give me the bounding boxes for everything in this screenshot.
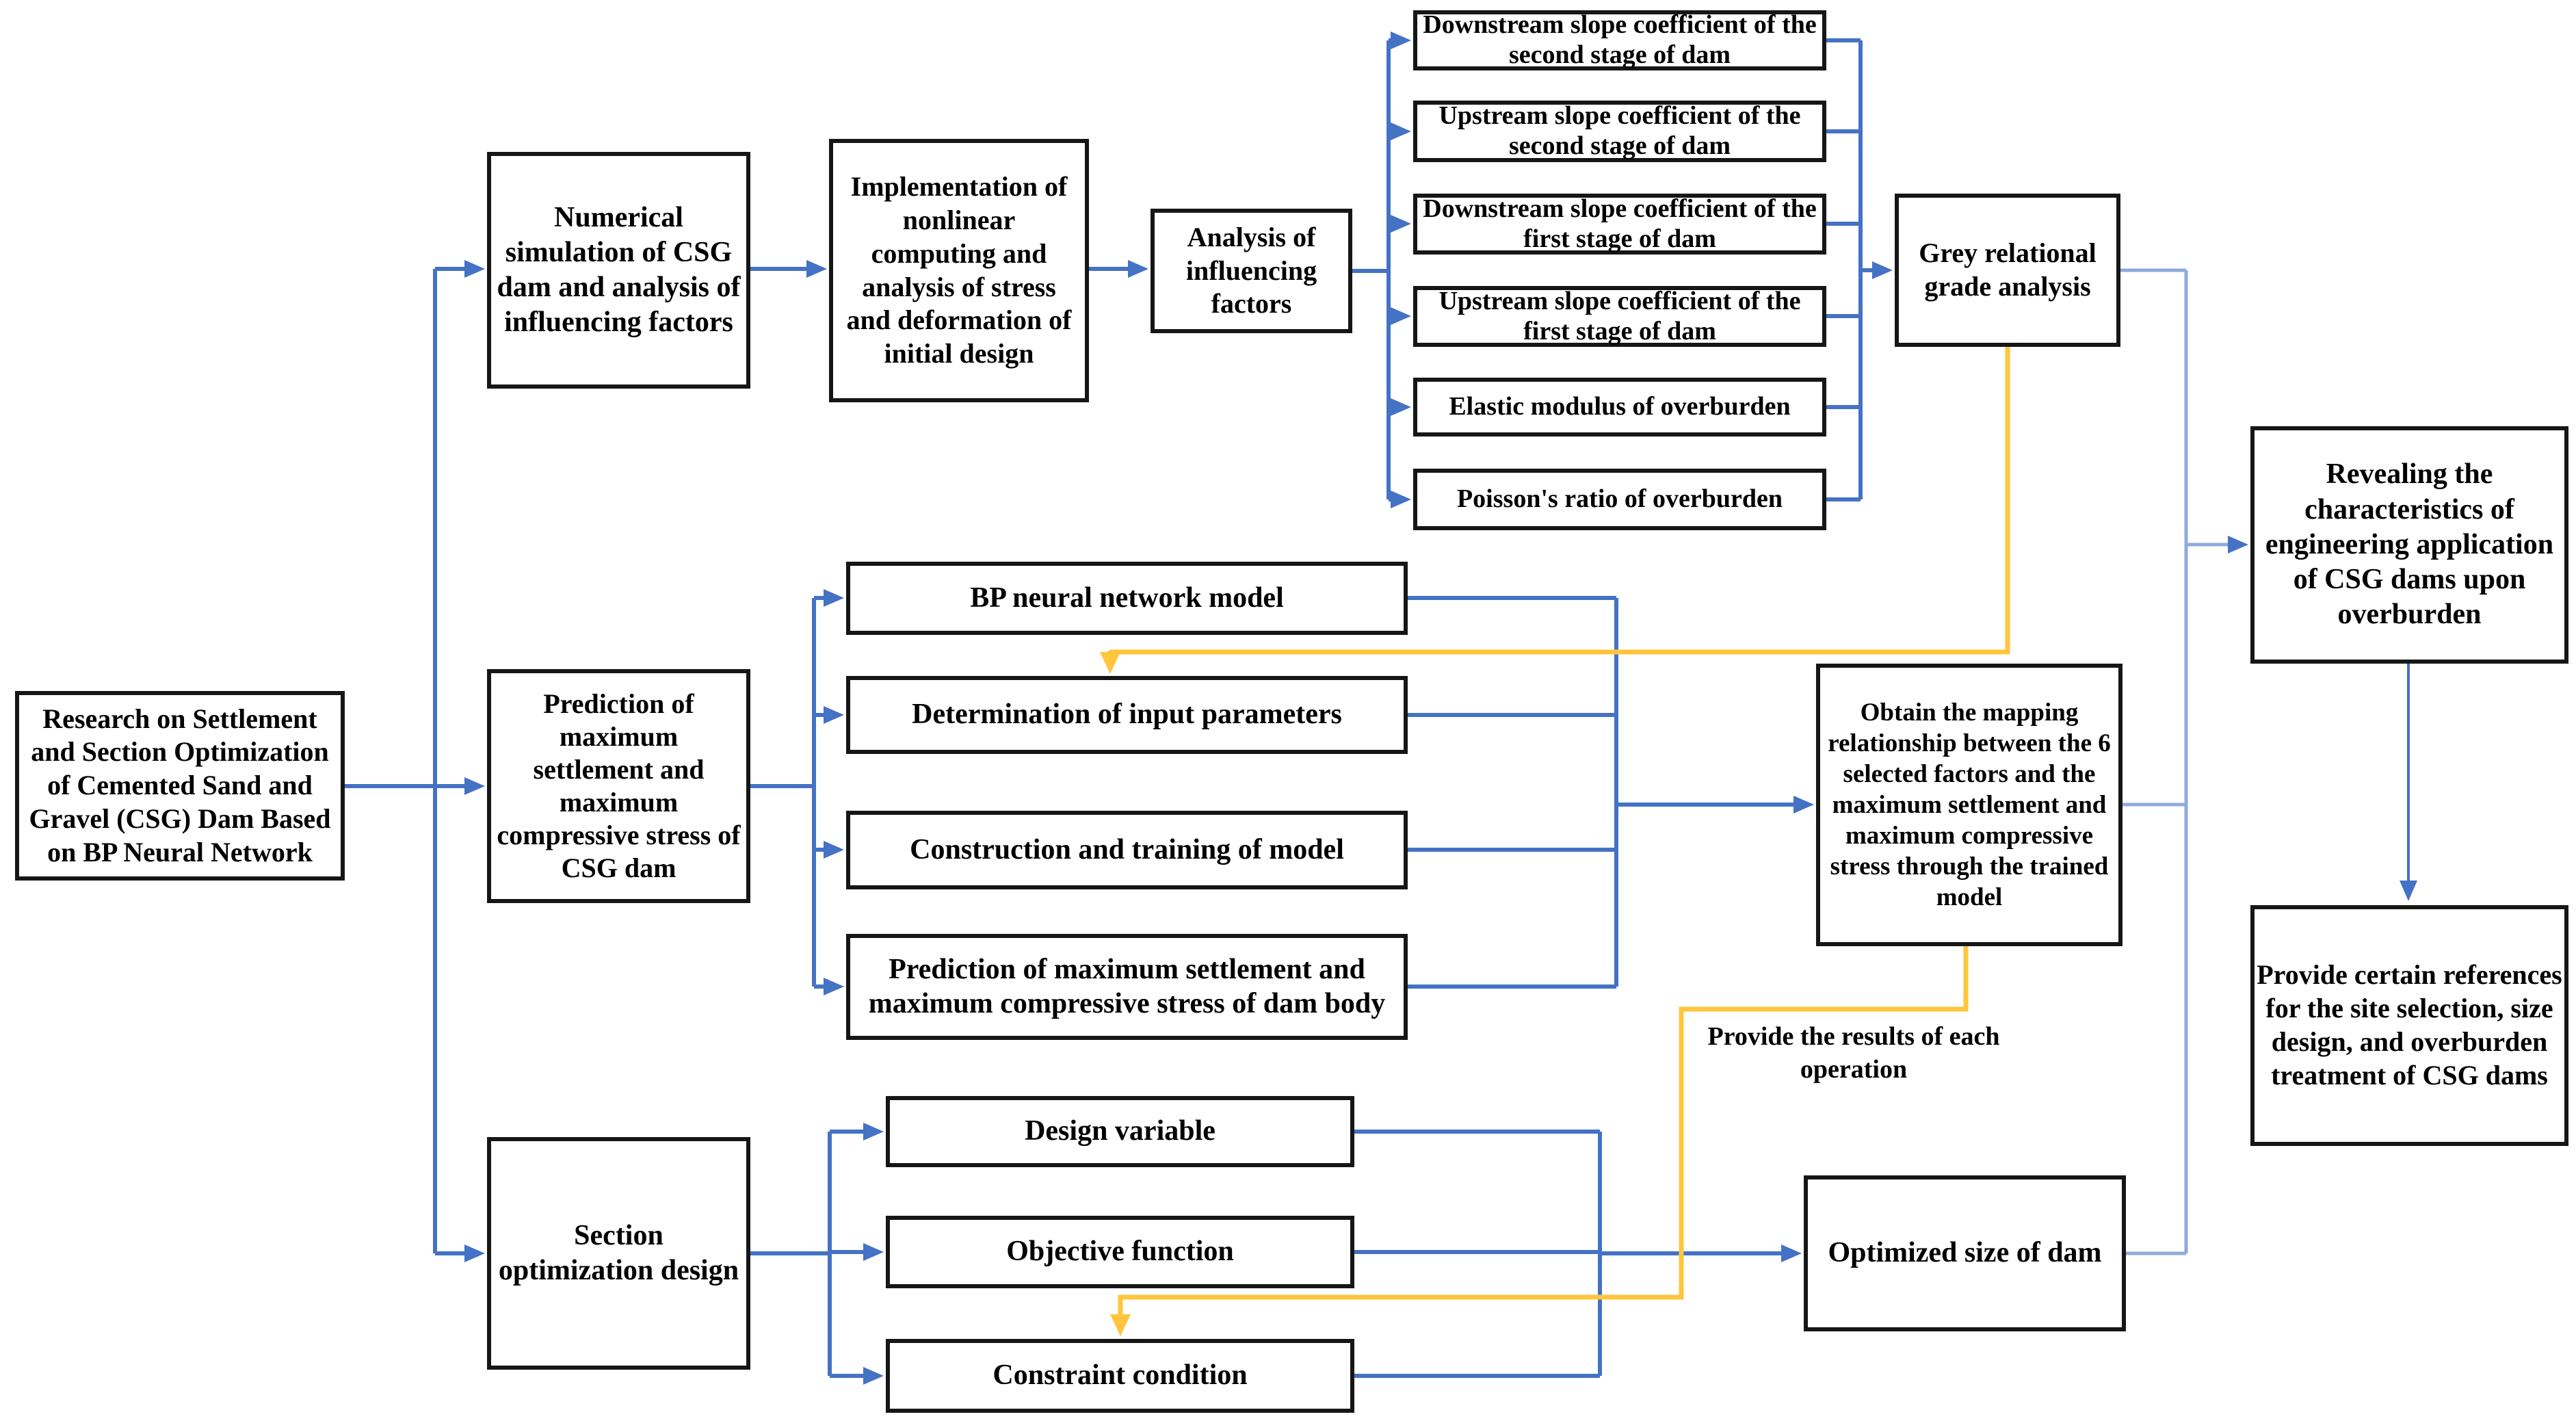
node-research-root-label: Research on Settlement and Section Optim… xyxy=(29,703,331,868)
node-input-parameters-label: Determination of input parameters xyxy=(912,699,1342,731)
node-implementation-nonlinear-label: Implementation of nonlinear computing an… xyxy=(846,171,1072,369)
node-factor-downstream-first: Downstream slope coefficient of the firs… xyxy=(1413,194,1826,255)
annotation-provide-results-label: Provide the results of each operation xyxy=(1707,1022,2000,1084)
node-analysis-influencing-factors-label: Analysis of influencing factors xyxy=(1185,221,1317,320)
node-construction-training-label: Construction and training of model xyxy=(910,833,1344,865)
node-constraint-condition-label: Constraint condition xyxy=(993,1359,1248,1392)
node-grey-relational: Grey relational grade analysis xyxy=(1895,194,2120,347)
annotation-provide-results: Provide the results of each operation xyxy=(1683,1021,2025,1086)
node-section-optimization: Section optimization design xyxy=(487,1137,750,1370)
node-factor-upstream-first-label: Upstream slope coefficient of the first … xyxy=(1438,286,1801,346)
node-grey-relational-label: Grey relational grade analysis xyxy=(1919,237,2097,302)
node-factor-downstream-second: Downstream slope coefficient of the seco… xyxy=(1413,10,1826,70)
node-numerical-simulation-label: Numerical simulation of CSG dam and anal… xyxy=(497,201,741,339)
node-prediction-csg-label: Prediction of maximum settlement and max… xyxy=(497,688,741,883)
node-revealing-characteristics-label: Revealing the characteristics of enginee… xyxy=(2265,458,2554,631)
node-revealing-characteristics: Revealing the characteristics of enginee… xyxy=(2250,426,2568,664)
node-prediction-dam-body: Prediction of maximum settlement and max… xyxy=(846,934,1408,1040)
node-constraint-condition: Constraint condition xyxy=(886,1339,1354,1413)
node-factor-elastic-modulus: Elastic modulus of overburden xyxy=(1413,378,1826,436)
connector-mapping-to-constraint xyxy=(1110,946,1969,1336)
node-obtain-mapping-label: Obtain the mapping relationship between … xyxy=(1828,698,2111,912)
node-provide-references-label: Provide certain references for the site … xyxy=(2257,959,2562,1091)
node-numerical-simulation: Numerical simulation of CSG dam and anal… xyxy=(487,152,750,389)
node-factor-upstream-first: Upstream slope coefficient of the first … xyxy=(1413,286,1826,347)
node-analysis-influencing-factors: Analysis of influencing factors xyxy=(1151,209,1352,333)
node-research-root: Research on Settlement and Section Optim… xyxy=(15,691,345,881)
node-bp-model: BP neural network model xyxy=(846,562,1408,635)
node-bp-model-label: BP neural network model xyxy=(970,582,1284,614)
node-input-parameters: Determination of input parameters xyxy=(846,676,1408,754)
node-section-optimization-label: Section optimization design xyxy=(498,1219,739,1286)
node-factor-upstream-second: Upstream slope coefficient of the second… xyxy=(1413,101,1826,162)
node-objective-function: Objective function xyxy=(886,1216,1354,1288)
node-factor-elastic-modulus-label: Elastic modulus of overburden xyxy=(1449,392,1791,421)
node-factor-downstream-first-label: Downstream slope coefficient of the firs… xyxy=(1423,194,1817,253)
node-obtain-mapping: Obtain the mapping relationship between … xyxy=(1816,664,2122,946)
node-factor-upstream-second-label: Upstream slope coefficient of the second… xyxy=(1438,101,1801,160)
node-prediction-dam-body-label: Prediction of maximum settlement and max… xyxy=(868,953,1386,1019)
connector-right-collector xyxy=(2120,268,2248,1255)
connector-grey-to-input-parameters xyxy=(1100,347,2010,674)
node-design-variable-label: Design variable xyxy=(1025,1115,1215,1147)
node-optimized-size: Optimized size of dam xyxy=(1804,1175,2126,1331)
node-construction-training: Construction and training of model xyxy=(846,811,1408,889)
connector-root-trunk xyxy=(345,31,1893,1385)
node-factor-poisson-ratio-label: Poisson's ratio of overburden xyxy=(1456,484,1783,514)
node-provide-references: Provide certain references for the site … xyxy=(2250,905,2568,1146)
node-implementation-nonlinear: Implementation of nonlinear computing an… xyxy=(829,139,1089,402)
node-prediction-csg: Prediction of maximum settlement and max… xyxy=(487,669,750,903)
node-objective-function-label: Objective function xyxy=(1006,1236,1234,1268)
node-optimized-size-label: Optimized size of dam xyxy=(1828,1237,2102,1269)
node-design-variable: Design variable xyxy=(886,1096,1354,1167)
node-factor-downstream-second-label: Downstream slope coefficient of the seco… xyxy=(1423,10,1817,69)
node-factor-poisson-ratio: Poisson's ratio of overburden xyxy=(1413,469,1826,530)
